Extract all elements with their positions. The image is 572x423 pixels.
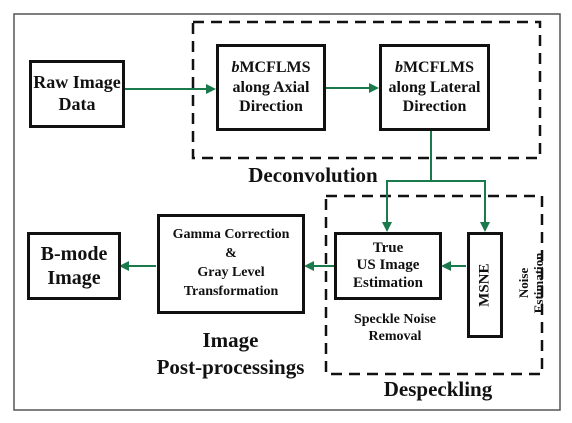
lateral-line2: along Lateral bbox=[388, 78, 481, 96]
deconvolution-group bbox=[191, 20, 542, 160]
gamma-line4: Transformation bbox=[183, 283, 279, 299]
arrow-lateral-to-true bbox=[382, 130, 432, 232]
despeckling-label: Despeckling bbox=[383, 377, 493, 401]
deconvolution-label: Deconvolution bbox=[248, 163, 378, 187]
gamma-line1: Gamma Correction bbox=[172, 227, 290, 243]
speckle-noise-removal-label: Speckle Noise Removal bbox=[330, 312, 460, 346]
axial-line1-rest: MCFLMS bbox=[239, 59, 311, 77]
msne-box: MSNE bbox=[467, 232, 503, 338]
axial-italic-prefix: b bbox=[231, 59, 240, 77]
noise-estimation-line2: Estimation bbox=[531, 252, 546, 314]
true-us-line3: Estimation bbox=[352, 274, 423, 291]
lateral-line1-rest: MCFLMS bbox=[402, 59, 475, 77]
lateral-mcflms-box: bMCFLMS along Lateral Direction bbox=[379, 44, 490, 131]
bmode-line2: Image bbox=[47, 267, 101, 289]
noise-estimation-line1: Noise bbox=[516, 267, 532, 299]
msne-text: MSNE bbox=[476, 263, 493, 307]
bmode-line1: B-mode bbox=[40, 242, 108, 265]
image-post-processings-label: Image Post-processings bbox=[143, 327, 318, 382]
axial-line1: bMCFLMS bbox=[231, 58, 310, 78]
speckle-line2: Removal bbox=[368, 328, 422, 344]
gamma-line3: Gray Level bbox=[197, 265, 265, 280]
axial-line2: along Axial bbox=[232, 78, 310, 96]
outer-frame bbox=[13, 13, 561, 411]
arrow-lateral-to-msne bbox=[431, 180, 490, 232]
true-us-image-box: True US Image Estimation bbox=[334, 232, 442, 300]
raw-image-data-line2: Data bbox=[58, 94, 96, 114]
bmode-image-box: B-mode Image bbox=[27, 232, 121, 300]
lateral-line1: bMCFLMS bbox=[395, 58, 474, 78]
lateral-line3: Direction bbox=[402, 98, 467, 116]
despeckling-group bbox=[324, 194, 544, 376]
lateral-italic-prefix: b bbox=[394, 59, 403, 77]
axial-mcflms-box: bMCFLMS along Axial Direction bbox=[216, 44, 326, 131]
post-processings-line1: Image bbox=[202, 328, 259, 352]
raw-image-data-box: Raw Image Data bbox=[29, 60, 125, 128]
true-us-line2: US Image bbox=[356, 257, 420, 274]
speckle-line1: Speckle Noise bbox=[353, 312, 437, 327]
true-us-line1: True bbox=[372, 240, 404, 257]
gamma-line2: & bbox=[225, 246, 237, 262]
axial-line3: Direction bbox=[239, 98, 303, 116]
post-processings-line2: Post-processings bbox=[156, 355, 305, 380]
gamma-correction-box: Gamma Correction & Gray Level Transforma… bbox=[157, 214, 305, 314]
raw-image-data-line1: Raw Image bbox=[33, 72, 121, 93]
noise-estimation-label: Noise Estimation bbox=[516, 233, 547, 333]
